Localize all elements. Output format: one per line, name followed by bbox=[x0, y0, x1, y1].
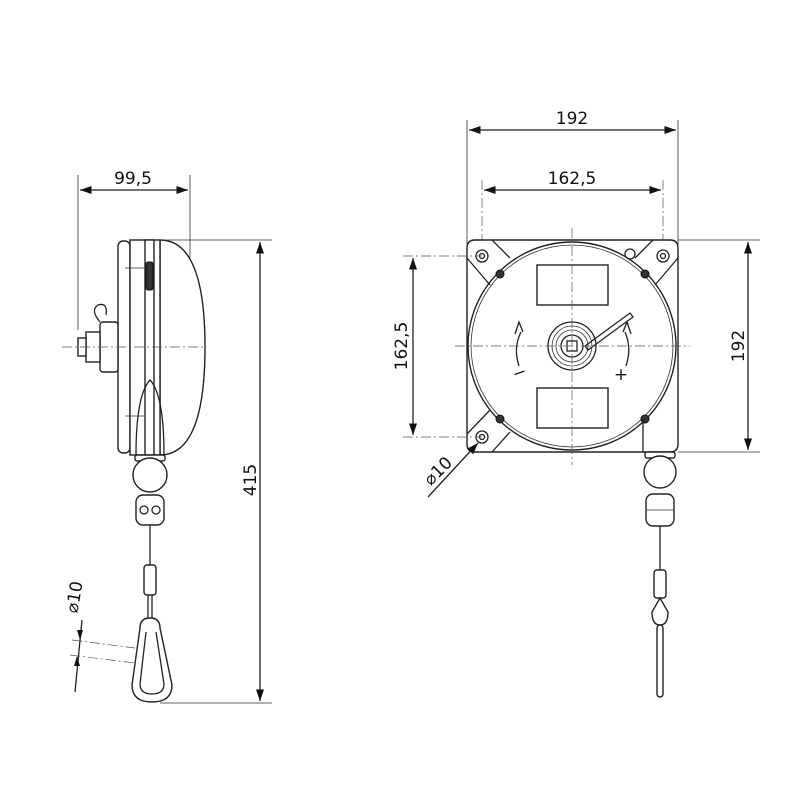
minus-symbol: − bbox=[510, 361, 530, 385]
front-view: 192 162,5 − bbox=[392, 109, 760, 698]
suspension-ring bbox=[93, 303, 107, 323]
cover-screws bbox=[495, 269, 650, 424]
adjustment-key bbox=[584, 312, 634, 351]
plus-symbol: + bbox=[614, 365, 628, 385]
hole-spacing-v-label: 162,5 bbox=[392, 322, 412, 371]
crimp-sleeve bbox=[653, 569, 667, 599]
crimp-sleeve bbox=[143, 564, 157, 596]
hook-diameter-label: ⌀10 bbox=[62, 580, 87, 615]
label-window-top bbox=[536, 264, 609, 306]
hole-diameter-leader bbox=[427, 442, 479, 498]
buffer-ball bbox=[643, 455, 677, 489]
height-dimension-label: 192 bbox=[729, 330, 749, 362]
increase-arrow-icon bbox=[622, 320, 632, 367]
label-window-bottom bbox=[536, 387, 609, 429]
side-view: 99,5 415 ⌀10 bbox=[62, 169, 272, 704]
width-dimension-label: 192 bbox=[556, 109, 588, 129]
dome-housing bbox=[159, 239, 206, 456]
carabiner bbox=[131, 617, 173, 703]
carabiner-side bbox=[651, 596, 669, 626]
hole-spacing-h-label: 162,5 bbox=[548, 169, 597, 189]
cable-guide bbox=[135, 379, 165, 456]
decrease-arrow-icon bbox=[514, 320, 524, 367]
buffer-ball bbox=[132, 457, 168, 493]
mounting-holes bbox=[466, 239, 679, 453]
depth-dimension-label: 99,5 bbox=[114, 169, 152, 189]
stopper bbox=[145, 261, 154, 291]
hole-diameter-label: ⌀10 bbox=[420, 453, 457, 490]
height-dimension-label: 415 bbox=[241, 464, 261, 496]
